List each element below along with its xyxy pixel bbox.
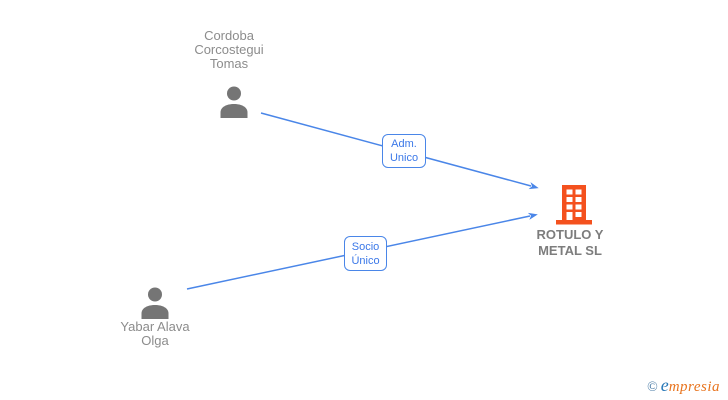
person-bottom-name-line: Yabar Alava: [120, 319, 190, 334]
person-top-name-line: Corcostegui: [194, 42, 264, 57]
relation-label-line: Socio: [351, 240, 380, 253]
relation-label-line: Unico: [389, 152, 419, 164]
relation-label-adm-unico: Adm. Unico: [382, 134, 426, 168]
person-icon[interactable]: [140, 286, 170, 319]
building-icon[interactable]: [554, 184, 594, 230]
empresia-logo[interactable]: ©empresia: [647, 375, 720, 396]
relation-label-line: Único: [351, 254, 380, 267]
person-top-name: Cordoba Corcostegui Tomas: [159, 29, 299, 71]
relation-label-socio-unico: Socio Único: [344, 236, 387, 271]
person-top-name-line: Cordoba: [204, 28, 254, 43]
company-name-line: METAL SL: [538, 243, 602, 258]
person-top-name-line: Tomas: [209, 56, 249, 71]
company-name-line: ROTULO Y: [536, 227, 604, 242]
company-name: ROTULO Y METAL SL: [505, 227, 635, 259]
logo-letter-e: e: [660, 375, 669, 395]
copyright-icon: ©: [647, 380, 658, 395]
logo-text: mpresia: [668, 379, 720, 395]
person-icon[interactable]: [219, 85, 249, 118]
relation-label-line: Adm.: [391, 138, 417, 150]
person-bottom-name-line: Olga: [141, 333, 169, 348]
person-bottom-name: Yabar Alava Olga: [85, 320, 225, 348]
